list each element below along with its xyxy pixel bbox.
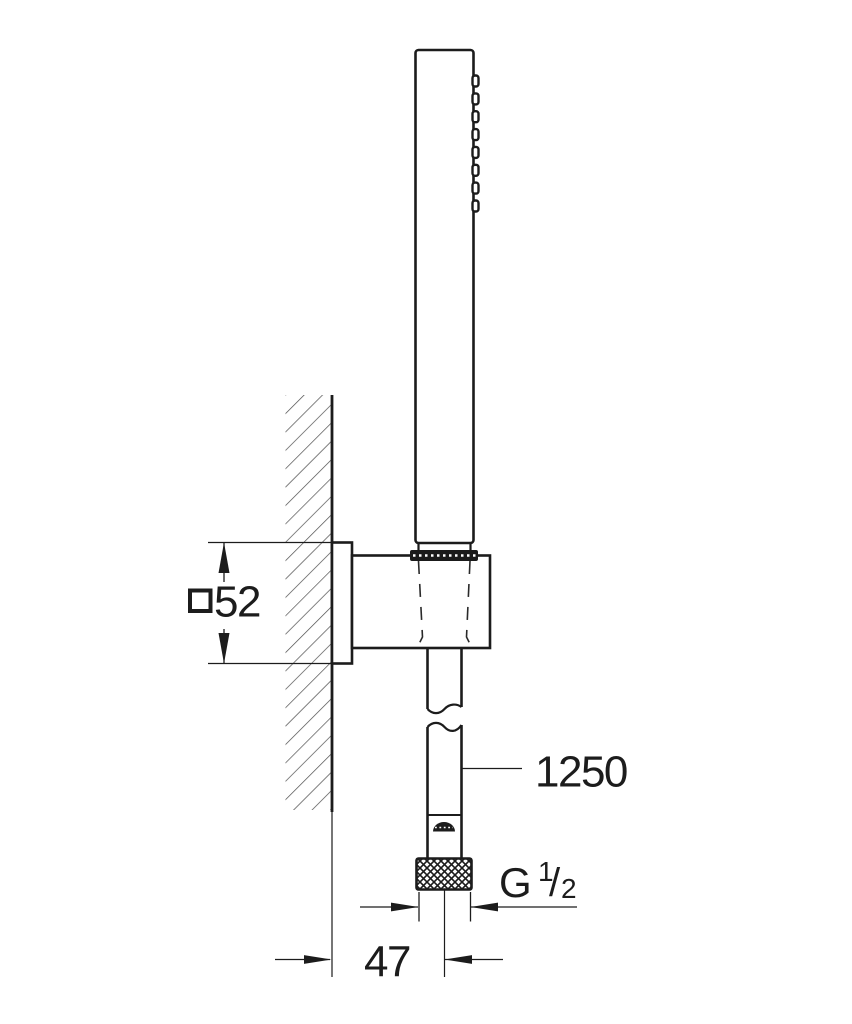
spray-nozzles [471,74,480,213]
arrow-right-icon [304,955,332,964]
hose-break-symbol [426,703,463,715]
nozzle-icon [471,92,480,106]
arrow-up-icon [218,542,230,573]
socket-hidden-line-right [465,560,473,649]
thread-numerator: 1 [538,856,553,887]
nozzle-icon [471,145,480,160]
square-symbol-icon [188,588,213,613]
arrow-left-icon [470,902,498,912]
wall-section [285,395,334,977]
dimension-52-value: 52 [214,578,260,627]
wall-plate [330,541,354,665]
nozzle-icon [471,163,480,178]
hand-shower-wand [410,48,480,561]
dimension-g12: G 1 / 2 [499,856,578,906]
nozzle-icon [471,109,480,124]
dimension-52-lines [208,541,332,665]
nozzle-icon [471,181,480,195]
nozzle-icon [471,74,480,88]
shower-hose [415,648,473,977]
dimension-g12-lines [360,892,577,922]
dimension-47-value: 47 [364,938,410,987]
dimension-47-lines [275,955,503,964]
thread-prefix: G [499,859,530,906]
arrow-right-icon [391,902,419,912]
hose-break-symbol [426,721,463,732]
coupling-nut [415,857,473,891]
wall-hatch [285,395,332,810]
dimension-52: 52 [188,578,261,627]
wall-holder [350,554,492,650]
nozzle-icon [471,199,480,213]
thread-denominator: 2 [561,873,576,904]
dimension-1250-value: 1250 [535,748,627,797]
socket-hidden-line-left [416,560,424,649]
nozzle-icon [471,127,480,142]
arrow-down-icon [218,633,230,664]
wand-body [414,48,475,545]
thread-separator: / [549,861,561,905]
arrow-left-icon [444,955,472,964]
